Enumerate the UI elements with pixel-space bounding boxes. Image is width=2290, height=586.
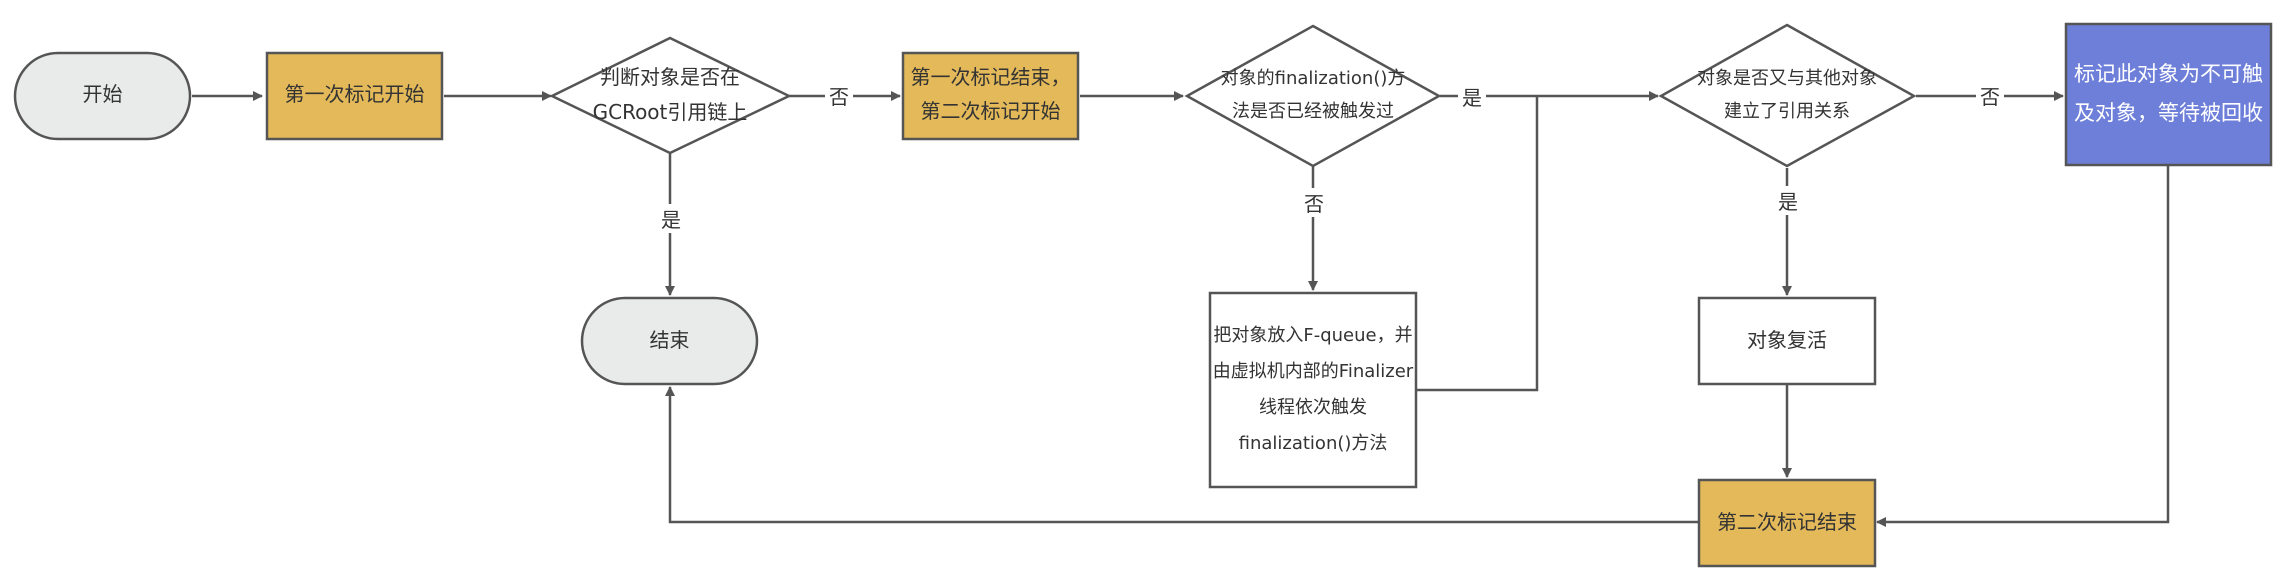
edge-label-final-no: 否 xyxy=(1300,188,1328,217)
unreachable-node xyxy=(2064,22,2273,167)
finalization-triggered-label: 对象的finalization()方法是否已经被触发过 xyxy=(1220,68,1406,123)
first-end-second-start-label: 第一次标记结束，第二次标记开始 xyxy=(910,65,1071,123)
judge-gcroot-label: 判断对象是否在GCRoot引用链上 xyxy=(592,65,748,124)
edge-label-final-yes: 是 xyxy=(1458,82,1486,111)
second-mark-end-node xyxy=(1697,478,1877,568)
revive-label: 对象复活 xyxy=(1747,328,1827,352)
first-mark-start-label: 第一次标记开始 xyxy=(284,82,425,106)
edge-second-end-to-end xyxy=(665,386,1699,524)
judge-gcroot-node xyxy=(549,36,792,155)
edge-fqueue-to-ref xyxy=(1417,96,1539,392)
first-end-second-start-node xyxy=(901,51,1080,141)
edge-unreachable-to-second-end xyxy=(1876,165,2170,527)
edge-label-judge-yes: 是 xyxy=(657,204,685,233)
first-mark-start-node xyxy=(265,51,444,141)
edge-label-ref-yes: 是 xyxy=(1774,186,1802,215)
second-mark-end-label: 第二次标记结束 xyxy=(1717,510,1857,534)
end-label: 结束 xyxy=(649,328,690,352)
end-node xyxy=(580,296,759,386)
reference-check-label: 对象是否又与其他对象建立了引用关系 xyxy=(1697,68,1877,123)
start-label: 开始 xyxy=(82,82,123,106)
revive-node xyxy=(1697,296,1877,386)
finalization-triggered-node xyxy=(1184,24,1442,168)
edge-label-ref-no: 否 xyxy=(1976,81,2004,110)
reference-check-node xyxy=(1658,23,1917,168)
edge-label-judge-no: 否 xyxy=(825,81,853,110)
fqueue-label: 把对象放入F-queue，并由虚拟机内部的Finalizer线程依次触发fina… xyxy=(1212,325,1414,454)
fqueue-node xyxy=(1208,291,1418,489)
unreachable-label: 标记此对象为不可触及对象，等待被回收 xyxy=(2074,62,2263,125)
start-node xyxy=(13,51,192,141)
